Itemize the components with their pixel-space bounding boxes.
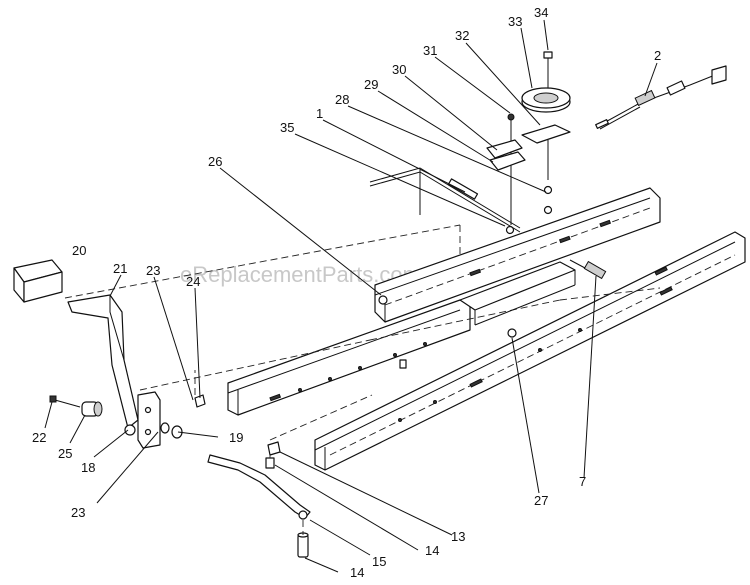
callout-14-upper: 14 bbox=[425, 543, 439, 558]
frame-rail-lower bbox=[314, 231, 746, 471]
callout-29: 29 bbox=[364, 77, 378, 92]
pivot-bracket bbox=[124, 391, 161, 449]
callout-24: 24 bbox=[186, 274, 200, 289]
callout-28: 28 bbox=[335, 92, 349, 107]
leader-lines bbox=[44, 19, 658, 573]
callout-20: 20 bbox=[72, 243, 86, 258]
callout-labels: 34 33 32 31 2 30 29 28 1 35 26 20 21 23 … bbox=[32, 5, 661, 580]
callout-32: 32 bbox=[455, 28, 469, 43]
callout-22: 22 bbox=[32, 430, 46, 445]
callout-19: 19 bbox=[229, 430, 243, 445]
callout-18: 18 bbox=[81, 460, 95, 475]
link-rod bbox=[207, 394, 373, 558]
spring bbox=[569, 259, 607, 280]
callout-25: 25 bbox=[58, 446, 72, 461]
idler-pulley-assembly bbox=[486, 51, 571, 235]
callout-14-lower: 14 bbox=[350, 565, 364, 580]
callout-13: 13 bbox=[451, 529, 465, 544]
callout-23-upper: 23 bbox=[146, 263, 160, 278]
callout-21: 21 bbox=[113, 261, 127, 276]
callout-31: 31 bbox=[423, 43, 437, 58]
nut-27 bbox=[507, 328, 517, 338]
washers bbox=[160, 422, 183, 439]
callout-35: 35 bbox=[280, 120, 294, 135]
callout-23-lower: 23 bbox=[71, 505, 85, 520]
callout-7: 7 bbox=[579, 474, 586, 489]
callout-2: 2 bbox=[654, 48, 661, 63]
callout-15: 15 bbox=[372, 554, 386, 569]
callout-30: 30 bbox=[392, 62, 406, 77]
cable-assembly bbox=[595, 65, 727, 130]
nut-26 bbox=[378, 295, 388, 305]
chassis-phantom-lines bbox=[64, 224, 661, 395]
bolt-center bbox=[399, 359, 407, 369]
callout-34: 34 bbox=[534, 5, 548, 20]
callout-1: 1 bbox=[316, 106, 323, 121]
frame-rail-upper bbox=[374, 187, 661, 323]
control-rod bbox=[369, 167, 521, 233]
bolt-and-spacer bbox=[49, 395, 103, 417]
pedal-arm bbox=[67, 294, 139, 429]
callout-27: 27 bbox=[534, 493, 548, 508]
callout-26: 26 bbox=[208, 154, 222, 169]
center-bracket bbox=[459, 261, 576, 326]
pedal-pad bbox=[13, 259, 63, 303]
callout-33: 33 bbox=[508, 14, 522, 29]
